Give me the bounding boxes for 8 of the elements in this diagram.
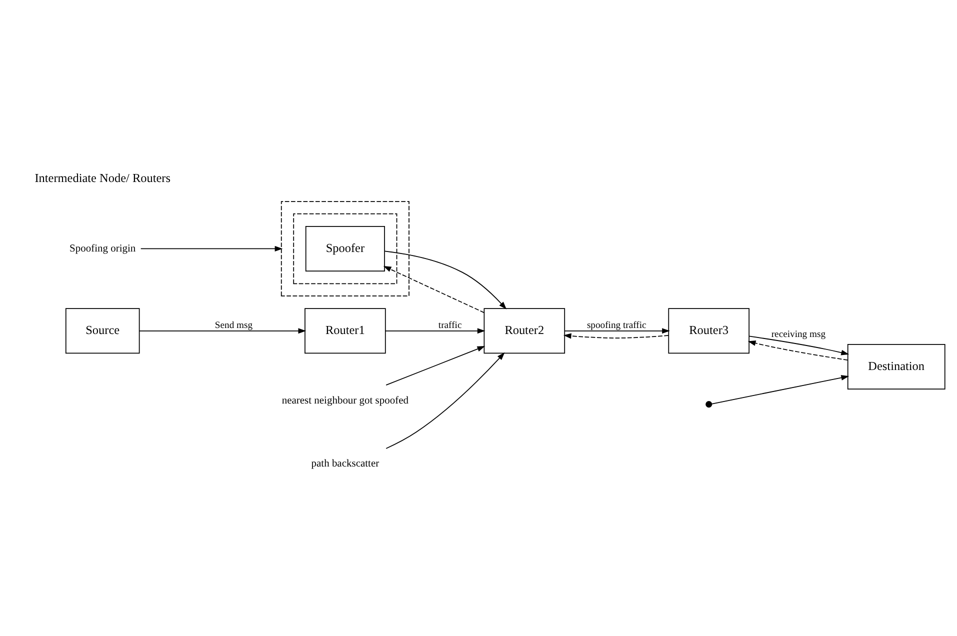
label: Intermediate Node/ Routers: [34, 171, 170, 186]
node-text: nearest neighbour got spoofed: [282, 396, 409, 407]
edge-label: spoofing traffic: [586, 320, 646, 332]
edge-label: traffic: [438, 320, 462, 332]
node-text: Spoofing origin: [70, 243, 136, 254]
edge-label: Send msg: [214, 320, 253, 332]
edge-label: receiving msg: [771, 328, 826, 340]
node-text: path backscatter: [311, 458, 380, 470]
